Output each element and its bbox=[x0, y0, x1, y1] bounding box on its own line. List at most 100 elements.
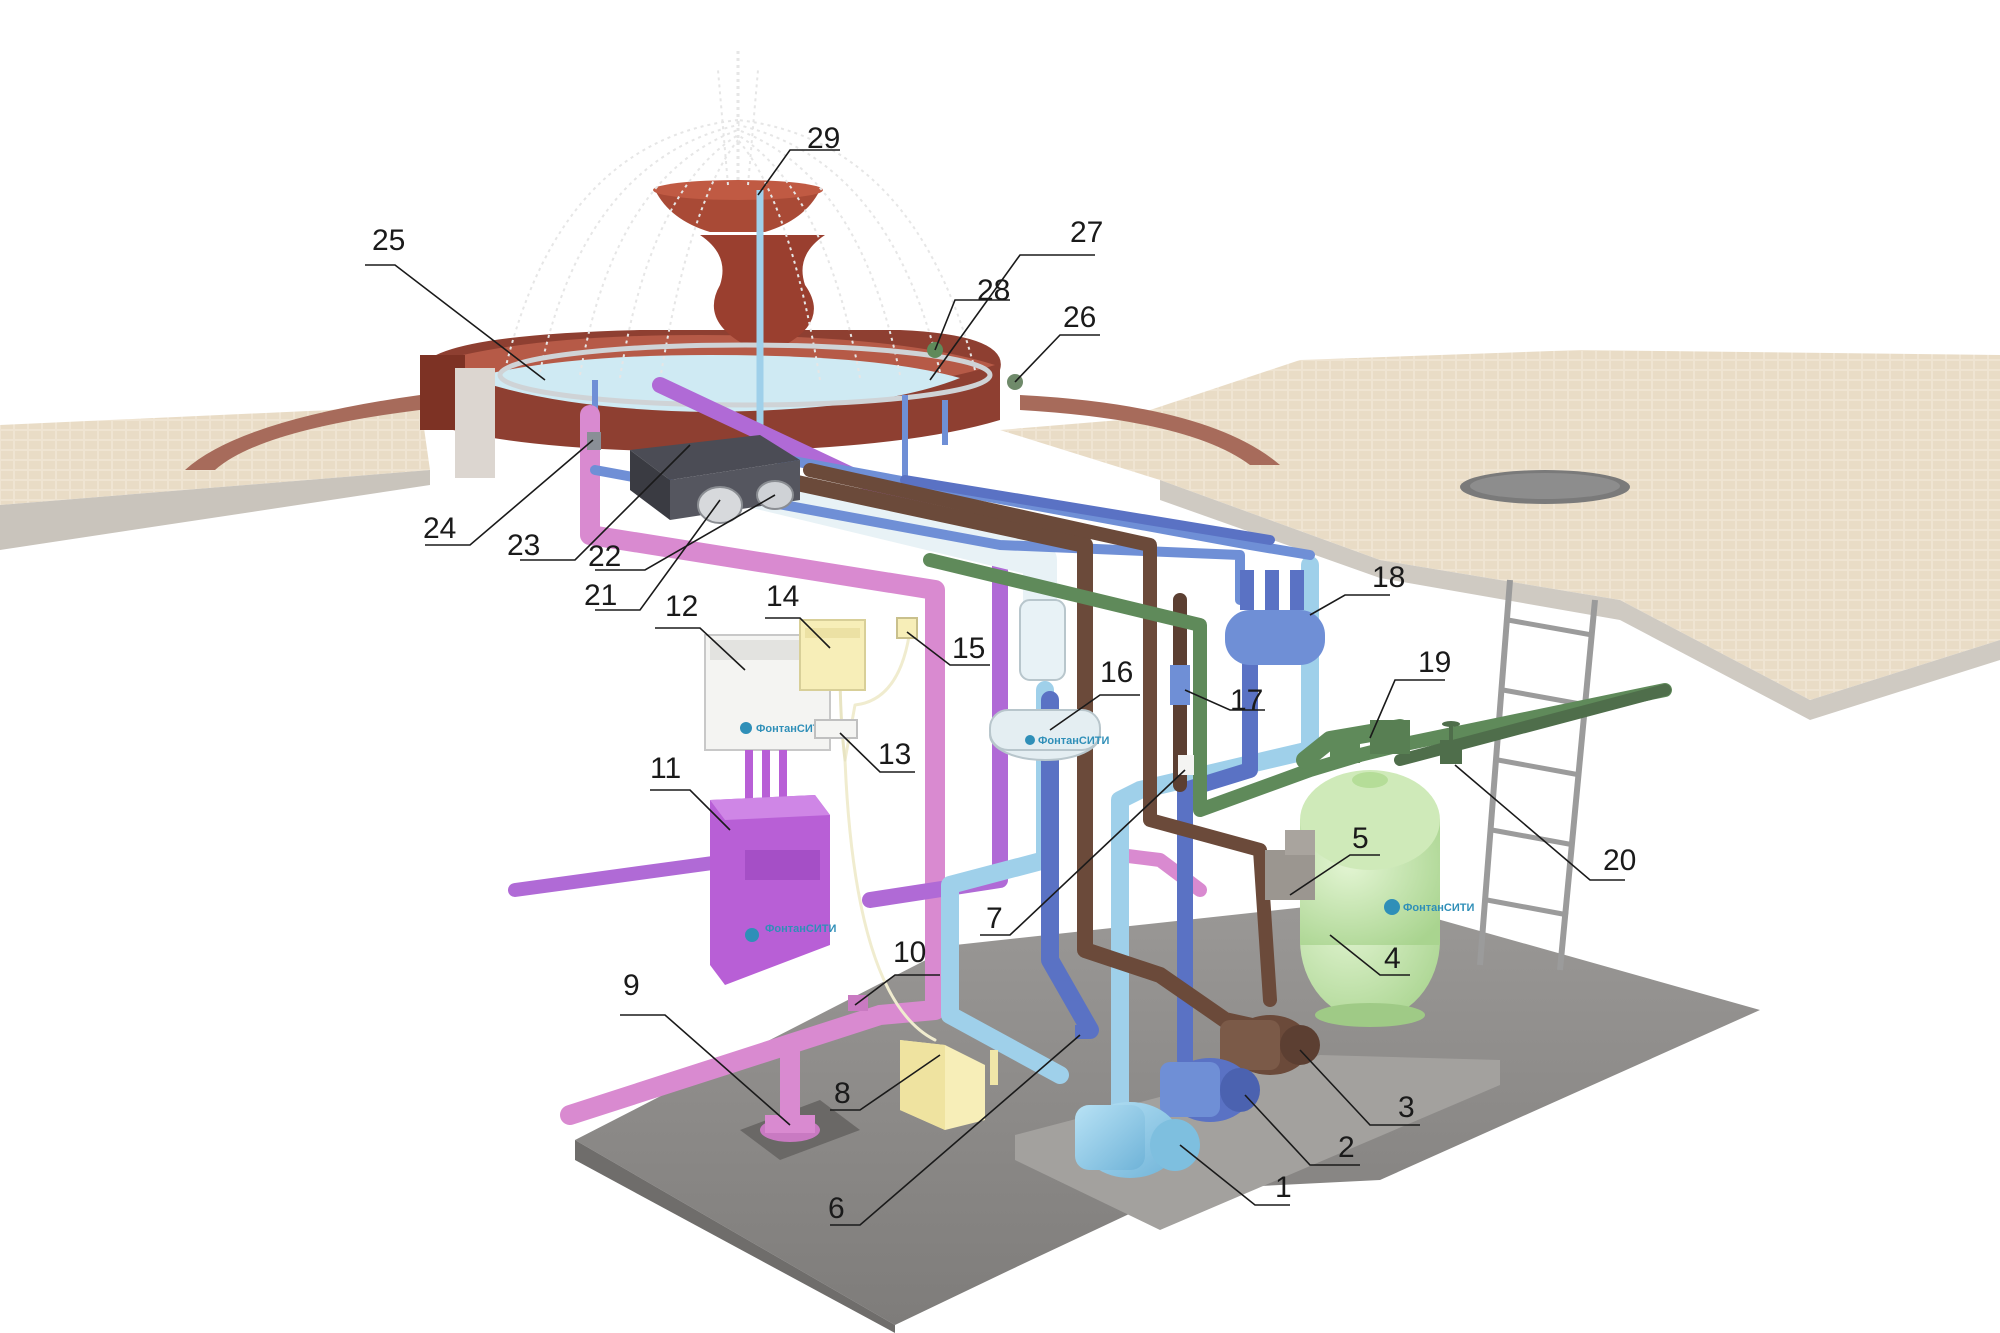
callout-15: 15 bbox=[906, 631, 990, 666]
callout-23-label: 23 bbox=[507, 529, 540, 562]
pipe-pink-drain bbox=[560, 405, 945, 1125]
callout-16: 16 bbox=[1049, 656, 1140, 731]
valve-24 bbox=[587, 432, 601, 450]
pavement-right-edge bbox=[1160, 480, 2000, 720]
callout-8: 8 bbox=[830, 1054, 941, 1111]
callout-7-label: 7 bbox=[986, 902, 1003, 935]
filter-4-logo: ФонтанСИТИ bbox=[1403, 902, 1474, 914]
pump-3 bbox=[1220, 1015, 1320, 1075]
callout-3-label: 3 bbox=[1398, 1091, 1415, 1124]
level-relay-13 bbox=[814, 719, 858, 739]
paving-arc-right bbox=[1020, 395, 1280, 465]
callout-28-label: 28 bbox=[977, 274, 1010, 307]
cable bbox=[843, 628, 937, 1042]
pump-1 bbox=[1075, 1102, 1200, 1178]
callout-1-label: 1 bbox=[1275, 1171, 1292, 1204]
callout-24-label: 24 bbox=[423, 512, 456, 545]
access-ladder bbox=[1477, 579, 1598, 971]
callout-19-label: 19 bbox=[1418, 646, 1451, 679]
callout-12: 12 bbox=[655, 590, 746, 671]
fountain bbox=[420, 50, 1023, 490]
callout-11-label: 11 bbox=[650, 752, 681, 785]
callout-10: 10 bbox=[854, 936, 940, 1006]
pipe-light-blue-2 bbox=[1111, 556, 1319, 1139]
callout-12-label: 12 bbox=[665, 590, 698, 623]
drain-9 bbox=[760, 1115, 820, 1142]
sand-filter-4: ФонтанСИТИ bbox=[1300, 770, 1474, 1027]
callout-9: 9 bbox=[620, 969, 791, 1126]
callout-25: 25 bbox=[365, 224, 546, 381]
callout-29: 29 bbox=[757, 122, 840, 196]
callout-6: 6 bbox=[828, 1034, 1081, 1226]
canister-8 bbox=[900, 1040, 998, 1130]
pipe-brown-2 bbox=[803, 463, 1277, 1007]
valve-19 bbox=[1330, 720, 1410, 763]
callout-2-label: 2 bbox=[1338, 1131, 1355, 1164]
ring-collector bbox=[497, 342, 993, 408]
callout-2: 2 bbox=[1244, 1094, 1360, 1166]
callout-26: 26 bbox=[1014, 301, 1100, 383]
uv-16-logo: ФонтанСИТИ bbox=[1038, 735, 1109, 747]
manhole-inner bbox=[1470, 473, 1620, 499]
callout-10-label: 10 bbox=[893, 936, 926, 969]
callout-13-label: 13 bbox=[878, 738, 911, 771]
water-jets bbox=[504, 50, 976, 381]
callout-6-label: 6 bbox=[828, 1192, 845, 1225]
callout-14: 14 bbox=[765, 580, 831, 649]
callout-5-label: 5 bbox=[1352, 822, 1369, 855]
equipment: ФонтанСИТИ ФонтанСИТИ bbox=[587, 432, 1474, 1178]
floor-side-left bbox=[575, 1140, 895, 1333]
callout-25-label: 25 bbox=[372, 224, 405, 257]
callout-20: 20 bbox=[1454, 764, 1636, 881]
callout-17-label: 17 bbox=[1230, 684, 1263, 717]
callout-21-label: 21 bbox=[584, 579, 617, 612]
callout-21: 21 bbox=[584, 499, 721, 612]
fitting-7 bbox=[1178, 755, 1194, 775]
callout-23: 23 bbox=[507, 444, 691, 562]
pipe-violet-in bbox=[508, 855, 727, 897]
callout-4: 4 bbox=[1329, 934, 1410, 976]
callout-24: 24 bbox=[423, 439, 594, 546]
callout-17: 17 bbox=[1184, 684, 1265, 717]
callout-22: 22 bbox=[588, 494, 776, 573]
callout-3: 3 bbox=[1299, 1049, 1420, 1126]
callout-14-label: 14 bbox=[766, 580, 799, 613]
callouts: 1 2 3 4 5 6 7 8 bbox=[365, 122, 1636, 1226]
callout-18-label: 18 bbox=[1372, 561, 1405, 594]
paving-arc-left bbox=[185, 395, 420, 470]
callout-29-label: 29 bbox=[807, 122, 840, 155]
callout-4-label: 4 bbox=[1384, 942, 1401, 975]
pavement-left-edge bbox=[0, 470, 430, 550]
cabinet-12-logo: ФонтанСИТИ bbox=[756, 723, 827, 735]
pipe-sewer-20 bbox=[1394, 684, 1671, 766]
sensor-15 bbox=[896, 617, 918, 639]
callout-27: 27 bbox=[929, 216, 1103, 381]
callout-11: 11 bbox=[650, 752, 731, 831]
callout-26-label: 26 bbox=[1063, 301, 1096, 334]
cabinet-11-logo: ФонтанСИТИ bbox=[765, 923, 836, 935]
controller-14 bbox=[799, 619, 866, 691]
callout-13: 13 bbox=[839, 732, 915, 773]
callout-15-label: 15 bbox=[952, 632, 985, 665]
callout-1: 1 bbox=[1179, 1144, 1292, 1206]
callout-27-label: 27 bbox=[1070, 216, 1103, 249]
callout-28: 28 bbox=[934, 274, 1010, 351]
pipe-blue-top-3 bbox=[900, 475, 1275, 545]
callout-18: 18 bbox=[1309, 561, 1405, 616]
pipe-dark-blue-1 bbox=[1041, 691, 1099, 1039]
multiport-valve-5 bbox=[1265, 830, 1315, 900]
callout-5: 5 bbox=[1289, 822, 1380, 896]
uv-sterilizer-16: ФонтанСИТИ bbox=[989, 599, 1109, 761]
pavement-right bbox=[1000, 350, 2000, 700]
fountain-upper-bowl-rim bbox=[653, 180, 823, 200]
pavement bbox=[0, 350, 2000, 720]
callout-20-label: 20 bbox=[1603, 844, 1636, 877]
callout-16-label: 16 bbox=[1100, 656, 1133, 689]
valve-20 bbox=[1440, 721, 1462, 764]
power-cabinet-11: ФонтанСИТИ bbox=[710, 795, 836, 985]
callout-19: 19 bbox=[1369, 646, 1451, 739]
callout-8-label: 8 bbox=[834, 1077, 851, 1110]
basin-cut-face bbox=[455, 368, 495, 478]
fountain-upper-bowl bbox=[655, 190, 820, 232]
